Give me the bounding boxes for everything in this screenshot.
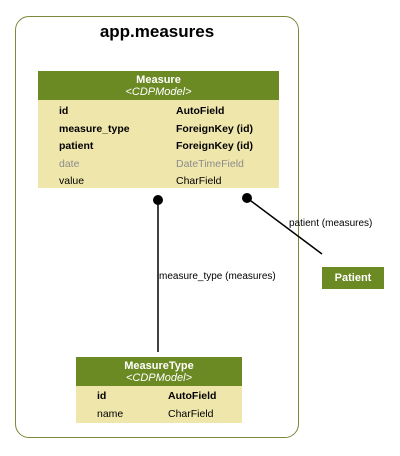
- field-row: id AutoField: [76, 387, 242, 405]
- edge-patient-endpoint: [242, 193, 252, 203]
- app-frame: [15, 16, 299, 438]
- model-base: <CDPModel>: [125, 372, 193, 384]
- field-type: DateTimeField: [176, 157, 244, 170]
- model-measuretype-header: MeasureType <CDPModel>: [76, 357, 242, 386]
- field-row: measure_type ForeignKey (id): [38, 120, 279, 138]
- field-type: ForeignKey (id): [176, 140, 254, 152]
- field-name: id: [97, 390, 107, 402]
- field-row: id AutoField: [38, 102, 279, 120]
- field-type: CharField: [176, 175, 222, 187]
- model-measure[interactable]: Measure <CDPModel> id AutoField measure_ty…: [38, 71, 279, 188]
- field-name: patient: [59, 140, 94, 152]
- field-row: date DateTimeField: [38, 155, 279, 173]
- external-node-patient[interactable]: Patient: [322, 267, 384, 289]
- field-row: name CharField: [76, 405, 242, 423]
- field-type: AutoField: [176, 105, 225, 117]
- model-measuretype[interactable]: MeasureType <CDPModel> id AutoField name Ch…: [76, 357, 242, 423]
- field-name: value: [59, 175, 85, 187]
- field-name: id: [59, 105, 69, 117]
- model-base: <CDPModel>: [125, 86, 192, 98]
- edge-measure-type-endpoint: [153, 195, 163, 205]
- field-type: ForeignKey (id): [176, 122, 254, 135]
- field-list: id AutoField name CharField: [76, 386, 242, 422]
- field-type: CharField: [168, 407, 214, 420]
- model-name: MeasureType: [124, 360, 194, 372]
- field-row: patient ForeignKey (id): [38, 137, 279, 155]
- field-name: measure_type: [59, 122, 130, 135]
- app-title: app.measures: [99, 22, 215, 41]
- relation-label-patient: patient (measures): [289, 218, 373, 229]
- model-name: Measure: [136, 74, 181, 86]
- field-name: date: [59, 157, 80, 170]
- field-type: AutoField: [168, 390, 217, 402]
- edge-patient: [246, 197, 323, 255]
- model-measure-header: Measure <CDPModel>: [38, 71, 279, 100]
- field-name: name: [97, 407, 124, 420]
- field-row: value CharField: [38, 172, 279, 190]
- relation-label-measure-type: measure_type (measures): [159, 271, 276, 282]
